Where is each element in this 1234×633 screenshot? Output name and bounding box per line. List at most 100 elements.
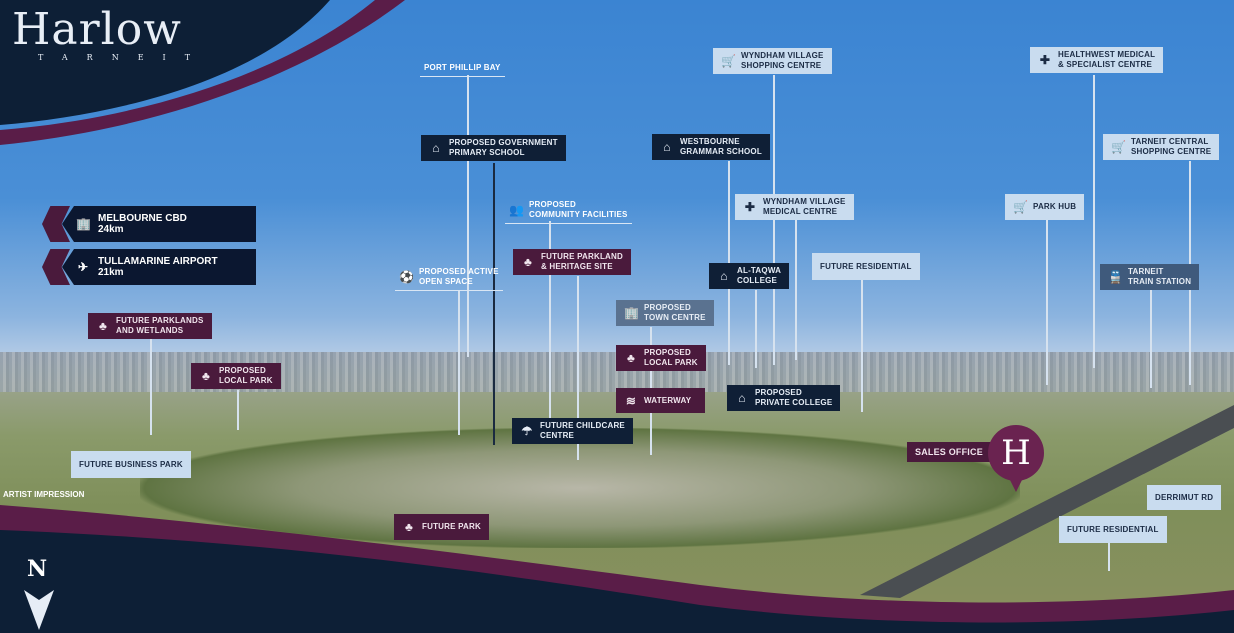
label-text: PROPOSED ACTIVE <box>419 267 499 276</box>
label-port-phillip-bay[interactable]: PORT PHILLIP BAY <box>420 60 505 77</box>
label-text: COMMUNITY FACILITIES <box>529 210 628 219</box>
marker-letter: H <box>1001 433 1031 473</box>
label-text: PROPOSED <box>644 303 691 312</box>
leader-line <box>795 220 797 360</box>
leader-line <box>1046 220 1048 385</box>
waterway-icon: ≋ <box>625 393 637 408</box>
shopping-cart-icon: 🛒 <box>1013 200 1029 214</box>
label-text: & HERITAGE SITE <box>541 262 613 271</box>
leader-line <box>1150 290 1152 388</box>
compass-north-label: N <box>27 556 48 582</box>
shopping-cart-icon: 🛒 <box>721 54 737 68</box>
label-text: LOCAL PARK <box>219 376 273 385</box>
label-text: GRAMMAR SCHOOL <box>680 147 762 156</box>
label-text: FUTURE PARK <box>422 522 481 531</box>
label-text: FUTURE PARKLAND <box>541 252 623 261</box>
label-text: FUTURE CHILDCARE <box>540 421 625 430</box>
label-text: PARK HUB <box>1033 202 1077 211</box>
label-text: LOCAL PARK <box>644 358 698 367</box>
sign-title: TULLAMARINE AIRPORT <box>98 256 218 267</box>
label-derrimut-rd[interactable]: DERRIMUT RD <box>1147 485 1222 510</box>
label-text: TOWN CENTRE <box>644 313 706 322</box>
medical-cross-icon: ✚ <box>1039 53 1051 67</box>
derrimut-road <box>860 405 1234 598</box>
label-text: PROPOSED <box>644 348 691 357</box>
label-park-hub[interactable]: 🛒 PARK HUB <box>1005 194 1085 220</box>
label-text: TARNEIT <box>1128 267 1164 276</box>
leader-line <box>755 290 757 368</box>
label-text: PRIMARY SCHOOL <box>449 148 525 157</box>
logo-backdrop <box>0 0 330 125</box>
artist-impression-note: ARTIST IMPRESSION <box>3 490 85 499</box>
label-text: MEDICAL CENTRE <box>763 207 838 216</box>
label-text: FUTURE BUSINESS PARK <box>79 459 183 469</box>
school-icon: ⌂ <box>432 141 440 155</box>
label-text: PRIVATE COLLEGE <box>755 398 833 407</box>
people-icon: 👥 <box>509 203 525 217</box>
label-text: FUTURE RESIDENTIAL <box>820 261 912 271</box>
label-business-park[interactable]: FUTURE BUSINESS PARK <box>71 451 191 478</box>
label-sales-office[interactable]: SALES OFFICE <box>907 442 991 462</box>
label-text: PORT PHILLIP BAY <box>424 63 501 72</box>
label-text: AND WETLANDS <box>116 326 184 335</box>
maroon-band-top <box>0 0 405 145</box>
park-icon: ♣ <box>626 351 636 365</box>
childcare-icon: ☂ <box>521 424 533 438</box>
label-text: PROPOSED <box>529 200 576 209</box>
label-text: PROPOSED <box>755 388 802 397</box>
leader-line <box>773 75 775 365</box>
label-text: FUTURE PARKLANDS <box>116 316 204 325</box>
leader-line <box>493 163 495 445</box>
label-text: OPEN SPACE <box>419 277 473 286</box>
label-future-residential[interactable]: FUTURE RESIDENTIAL <box>1059 516 1167 543</box>
label-text: WYNDHAM VILLAGE <box>741 51 824 60</box>
brand-suburb: TARNEIT <box>38 53 210 62</box>
label-future-park[interactable]: ♣ FUTURE PARK <box>394 514 489 540</box>
sign-title: MELBOURNE CBD <box>98 213 187 224</box>
school-icon: ⌂ <box>738 391 746 405</box>
school-icon: ⌂ <box>720 269 728 283</box>
label-healthwest-medical[interactable]: ✚HEALTHWEST MEDICAL& SPECIALIST CENTRE <box>1030 47 1164 73</box>
park-icon: ♣ <box>404 520 414 534</box>
park-icon: ♣ <box>201 369 211 383</box>
leader-line <box>467 75 469 357</box>
label-text: COLLEGE <box>737 276 778 285</box>
label-text: SHOPPING CENTRE <box>741 61 822 70</box>
shopping-cart-icon: 🛒 <box>1111 140 1127 154</box>
leader-line <box>150 339 152 435</box>
soccer-ball-icon: ⚽ <box>399 270 415 284</box>
label-text: PROPOSED <box>219 366 266 375</box>
label-future-residential[interactable]: FUTURE RESIDENTIAL <box>812 253 920 280</box>
leader-line <box>458 290 460 435</box>
label-text: SALES OFFICE <box>915 447 983 457</box>
label-text: WESTBOURNE <box>680 137 740 146</box>
label-text: SHOPPING CENTRE <box>1131 147 1212 156</box>
harlow-logo[interactable]: Harlow TARNEIT <box>12 4 209 62</box>
label-text: HEALTHWEST MEDICAL <box>1058 50 1156 59</box>
label-text: TRAIN STATION <box>1128 277 1192 286</box>
label-parkland-heritage[interactable]: ♣FUTURE PARKLAND& HERITAGE SITE <box>513 249 631 275</box>
train-icon: 🚆 <box>1108 270 1124 284</box>
sales-office-marker[interactable]: H <box>988 425 1044 481</box>
label-waterway[interactable]: ≋WATERWAY <box>616 388 705 413</box>
label-text: TARNEIT CENTRAL <box>1131 137 1209 146</box>
park-icon: ♣ <box>98 319 108 333</box>
